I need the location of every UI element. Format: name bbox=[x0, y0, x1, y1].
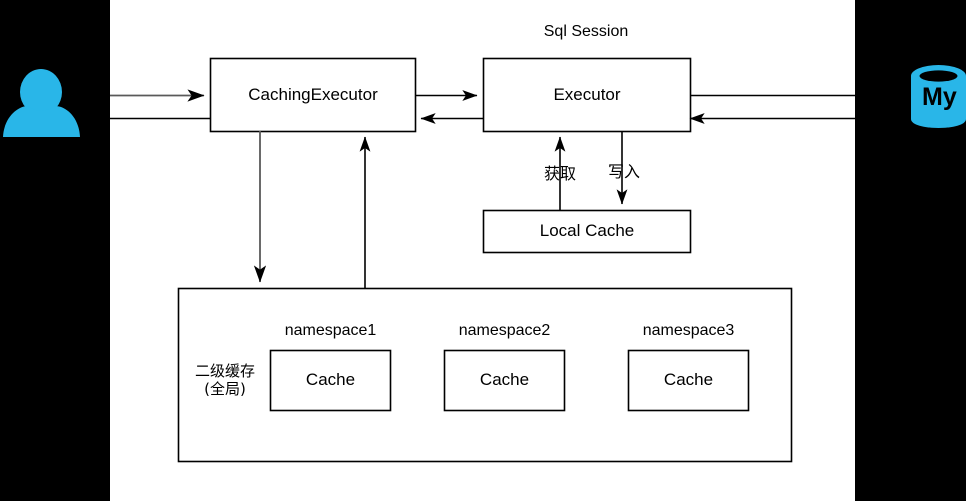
namespace2-label: namespace2 bbox=[458, 322, 551, 340]
mysql-database-icon[interactable]: My bbox=[911, 65, 966, 128]
box-cache-namespace1[interactable] bbox=[269, 349, 392, 412]
box-executor[interactable] bbox=[482, 57, 692, 133]
edge-label-write: 写入 bbox=[607, 162, 640, 182]
second-level-cache-label: 二级缓存 (全局) bbox=[194, 362, 255, 398]
box-cache-namespace3[interactable] bbox=[627, 349, 750, 412]
cache-namespace3-label: Cache bbox=[663, 370, 714, 390]
box-cache-namespace2[interactable] bbox=[443, 349, 566, 412]
cache-namespace2-label: Cache bbox=[479, 370, 530, 390]
user-icon[interactable] bbox=[3, 69, 80, 137]
box-local-cache[interactable] bbox=[482, 209, 692, 254]
executor-label: Executor bbox=[553, 84, 621, 104]
box-caching-executor[interactable] bbox=[209, 57, 417, 133]
database-icon-text: My bbox=[922, 83, 957, 111]
diagram-title: Sql Session bbox=[543, 23, 629, 41]
namespace1-label: namespace1 bbox=[284, 322, 377, 340]
caching-executor-label: CachingExecutor bbox=[248, 84, 378, 104]
local-cache-label: Local Cache bbox=[539, 221, 635, 241]
namespace3-label: namespace3 bbox=[642, 322, 735, 340]
cache-namespace1-label: Cache bbox=[305, 370, 356, 390]
edge-label-fetch: 获取 bbox=[543, 164, 576, 184]
